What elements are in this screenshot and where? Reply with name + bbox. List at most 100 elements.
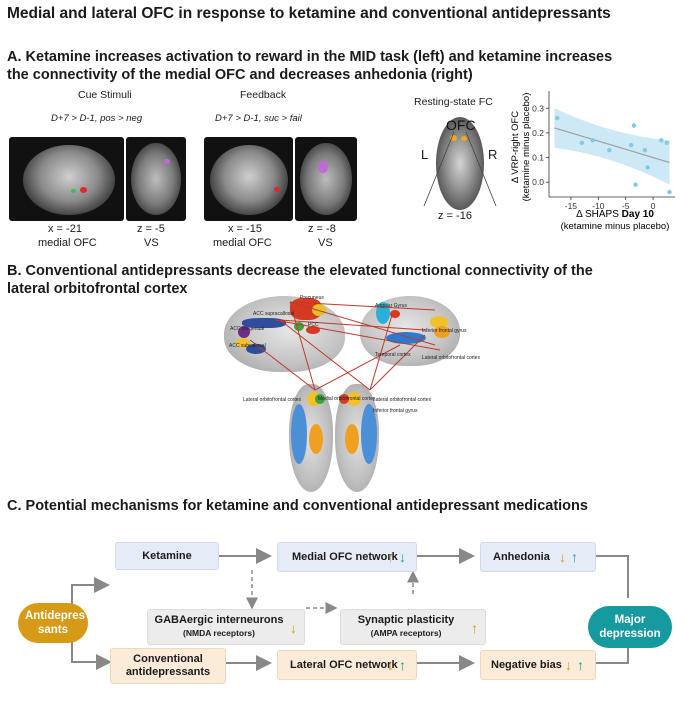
medial-ofc-network-box: Medial OFC network ↑ ↓: [277, 542, 417, 572]
conventional-antidepressants-box: Conventional antidepressants: [110, 648, 226, 684]
synaptic-plasticity-box: Synaptic plasticity (AMPA receptors) ↑: [340, 609, 486, 645]
x-tick-label: -15: [565, 201, 578, 211]
data-point: [642, 147, 648, 153]
chart-ylabel-line1: Δ VRP-right OFC: [510, 111, 521, 183]
gaba-sub-label: (NMDA receptors): [183, 628, 255, 638]
chart-xlabel-prefix: Δ SHAPS: [576, 209, 622, 220]
ketamine-box: Ketamine: [115, 542, 219, 570]
chart-ylabel-line2: (ketamine minus placebo): [521, 93, 532, 202]
y-tick-label: 0.1: [532, 153, 544, 163]
x-tick-label: -5: [622, 201, 630, 211]
data-point: [659, 138, 664, 143]
feedback-z-coord: z = -8: [308, 223, 336, 235]
feedback-axial-brain: [295, 137, 357, 221]
conventional-line2: antidepressants: [125, 666, 211, 678]
label-angular-gyrus: Angular Gyrus: [375, 303, 407, 309]
section-a-heading-line1: A. Ketamine increases activation to rewa…: [7, 49, 613, 65]
gaba-interneurons-box: GABAergic interneurons (NMDA receptors) …: [147, 609, 305, 645]
antidepressants-cloud: Antidepres sants: [18, 603, 88, 643]
section-b-heading-line2: lateral orbitofrontal cortex: [7, 281, 188, 297]
shaps-vrp-scatter-chart: 0.0 0.1 0.2 0.3 -15 -10 -5 0 Δ VRP-right OFC (k…: [510, 91, 675, 232]
data-point: [667, 189, 672, 195]
up-arrow-icon: ↑: [399, 657, 406, 673]
cue-region-medial-ofc: medial OFC: [38, 237, 97, 249]
data-point: [590, 138, 596, 143]
section-a-heading: A. Ketamine increases activation to rewa…: [7, 48, 612, 84]
up-arrow-icon: ↑: [471, 620, 478, 636]
mechanism-connectors: [71, 548, 629, 671]
x-tick-label: 0: [651, 201, 656, 211]
up-arrow-icon: ↑: [387, 549, 394, 565]
data-point: [645, 165, 650, 170]
label-lofc-right-top: Lateral orbitofrontal cortex: [422, 355, 481, 361]
y-tick-label: 0.2: [532, 128, 544, 138]
anhedonia-box: Anhedonia ↓ ↑: [480, 542, 596, 572]
feedback-region-vs: VS: [318, 237, 333, 249]
feedback-sagittal-brain: [204, 137, 293, 221]
medial-view-brain: [224, 296, 345, 372]
feedback-contrast: D+7 > D-1, suc > fail: [215, 113, 302, 124]
ventral-view-left-hemisphere: [289, 384, 333, 492]
negative-bias-box: Negative bias ↓ ↑: [480, 650, 596, 680]
cue-title: Cue Stimuli: [78, 89, 132, 101]
major-depression-cloud: Major depression: [588, 606, 672, 648]
anhedonia-label: Anhedonia: [493, 550, 550, 563]
feedback-x-coord: x = -15: [228, 223, 262, 235]
ketamine-label: Ketamine: [142, 549, 192, 562]
negative-bias-label: Negative bias: [491, 658, 562, 671]
label-ifg-bottom: Inferior frontal gyrus: [373, 408, 418, 414]
label-acc-supracallosal: ACC supracallosal: [253, 311, 295, 317]
label-medial-ofc: Medial orbitofrontal cortex: [318, 396, 376, 402]
data-point: [555, 115, 560, 121]
x-tick-label: -10: [592, 201, 605, 211]
y-tick-label: 0.0: [532, 177, 544, 187]
rsfc-ofc-label: OFC: [446, 117, 476, 133]
data-point: [607, 147, 612, 153]
label-lofc-right-bottom: Lateral orbitofrontal cortex: [373, 397, 432, 403]
down-arrow-icon: ↓: [387, 657, 394, 673]
down-arrow-icon: ↓: [290, 620, 297, 636]
cue-contrast: D+7 > D-1, pos > neg: [51, 113, 143, 124]
down-arrow-icon: ↓: [399, 549, 406, 565]
confidence-band: [554, 108, 670, 185]
medial-ofc-network-label: Medial OFC network: [292, 550, 398, 563]
ventral-view-right-hemisphere: [335, 384, 379, 492]
data-point: [628, 143, 634, 148]
rsfc-pointer-lines: [423, 132, 497, 207]
label-lofc-left: Lateral orbitofrontal cortex: [243, 397, 302, 403]
down-arrow-icon: ↓: [559, 549, 566, 565]
section-c-heading: C. Potential mechanisms for ketamine and…: [7, 498, 588, 514]
cue-region-vs: VS: [144, 237, 159, 249]
up-arrow-icon: ↑: [571, 549, 578, 565]
label-precuneus: Precuneus: [300, 295, 324, 301]
lateral-ofc-network-box: Lateral OFC network ↓ ↑: [277, 650, 417, 680]
figure-title: Medial and lateral OFC in response to ke…: [7, 5, 611, 22]
section-a-heading-line2: the connectivity of the medial OFC and d…: [7, 67, 473, 83]
chart-xlabel-line2: (ketamine minus placebo): [561, 221, 670, 232]
cue-x-coord: x = -21: [48, 223, 82, 235]
data-point: [664, 140, 669, 145]
conventional-line1: Conventional: [133, 653, 203, 665]
section-b-heading-line1: B. Conventional antidepressants decrease…: [7, 263, 593, 279]
data-point: [579, 140, 585, 145]
rsfc-right-label: R: [488, 147, 498, 162]
connectivity-lines: [249, 301, 441, 391]
synaptic-main-label: Synaptic plasticity: [357, 614, 455, 626]
rsfc-left-label: L: [421, 147, 429, 162]
chart-xlabel-bold: Day 10: [622, 209, 655, 220]
synaptic-sub-label: (AMPA receptors): [370, 628, 442, 638]
chart-xlabel-line1: Δ SHAPS Day 10: [576, 209, 654, 220]
cue-z-coord: z = -5: [137, 223, 165, 235]
data-point: [631, 123, 637, 128]
y-tick-label: 0.3: [532, 103, 544, 113]
label-pcc: PCC: [308, 322, 319, 328]
antidepressants-label: Antidepres sants: [25, 610, 86, 636]
lateral-view-brain: [360, 296, 460, 366]
cue-axial-brain: [126, 137, 186, 221]
section-b-heading: B. Conventional antidepressants decrease…: [7, 262, 593, 298]
down-arrow-icon: ↓: [565, 657, 572, 673]
rsfc-axial-brain: [436, 117, 484, 210]
label-temporal-cortex: Temporal cortex: [375, 352, 411, 358]
feedback-region-medial-ofc: medial OFC: [213, 237, 272, 249]
fit-line: [554, 127, 670, 164]
